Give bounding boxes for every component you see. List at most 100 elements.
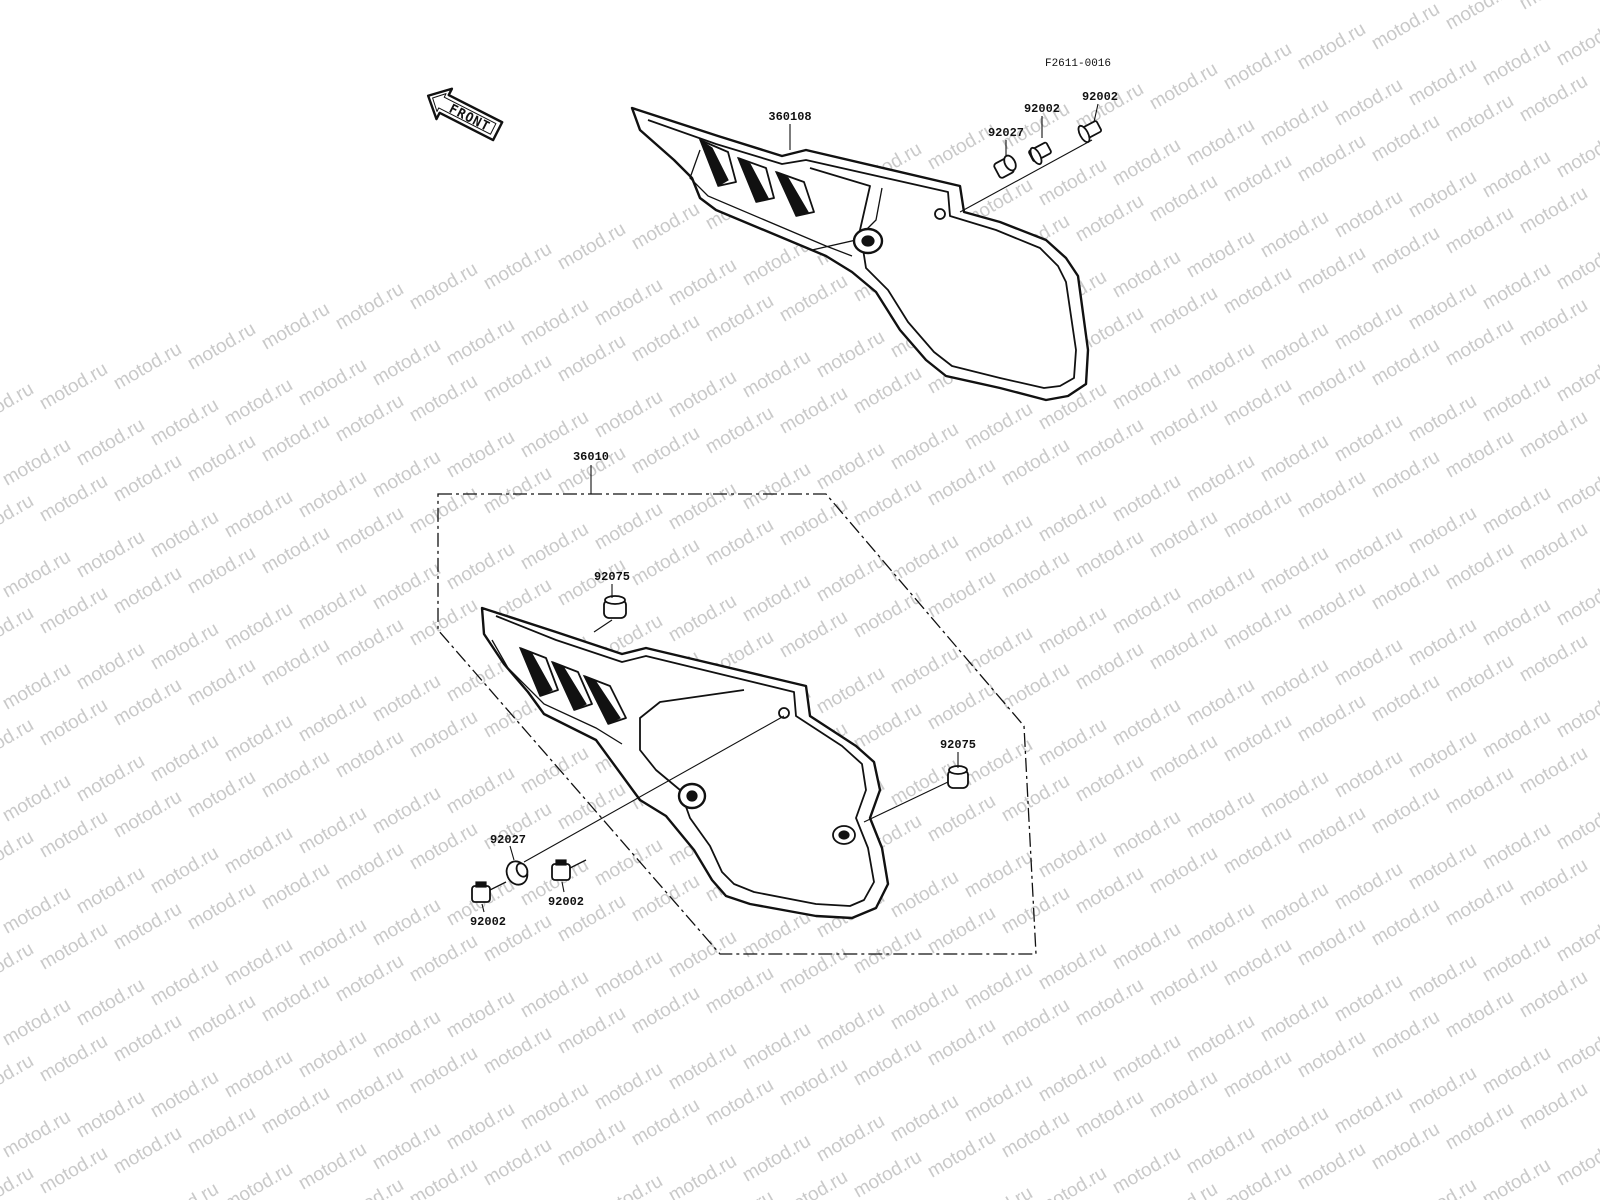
watermark-text: motod.ru bbox=[1183, 115, 1258, 171]
watermark-text: motod.ru bbox=[591, 387, 666, 443]
watermark-text: motod.ru bbox=[554, 219, 629, 275]
kit-boundary-box bbox=[437, 493, 1037, 955]
watermark-text: motod.ru bbox=[1072, 975, 1147, 1031]
watermark-text: motod.ru bbox=[295, 467, 370, 523]
watermark-text: motod.ru bbox=[1146, 507, 1221, 563]
watermark-text: motod.ru bbox=[1072, 751, 1147, 807]
watermark-text: motod.ru bbox=[554, 1003, 629, 1059]
lower-cover-flange bbox=[495, 615, 875, 907]
watermark-text: motod.ru bbox=[258, 859, 333, 915]
lower-bolt-bottom-92002 bbox=[471, 881, 507, 903]
watermark-text: motod.ru bbox=[184, 431, 259, 487]
watermark-text: motod.ru bbox=[1442, 427, 1517, 483]
watermark-text: motod.ru bbox=[406, 1155, 481, 1200]
watermark-text: motod.ru bbox=[369, 1119, 444, 1175]
watermark-text: motod.ru bbox=[184, 1103, 259, 1159]
watermark-text: motod.ru bbox=[998, 659, 1073, 715]
watermark-text: motod.ru bbox=[1516, 295, 1591, 351]
watermark-text: motod.ru bbox=[1331, 635, 1406, 691]
watermark-text: motod.ru bbox=[332, 1063, 407, 1119]
watermark-text: motod.ru bbox=[1331, 411, 1406, 467]
watermark-text: motod.ru bbox=[1035, 715, 1110, 771]
lower-cover-bolt-hole bbox=[778, 707, 790, 719]
watermark-text: motod.ru bbox=[110, 339, 185, 395]
watermark-text: motod.ru bbox=[73, 751, 148, 807]
watermark-text: motod.ru bbox=[739, 347, 814, 403]
watermark-text: motod.ru bbox=[147, 731, 222, 787]
watermark-text: motod.ru bbox=[628, 311, 703, 367]
watermark-text: motod.ru bbox=[1553, 1135, 1600, 1191]
watermark-text: motod.ru bbox=[1405, 615, 1480, 671]
watermark-text: motod.ru bbox=[1257, 655, 1332, 711]
watermark-text: motod.ru bbox=[443, 1099, 518, 1155]
watermark-text: motod.ru bbox=[73, 527, 148, 583]
watermark-text: motod.ru bbox=[443, 315, 518, 371]
watermark-text: motod.ru bbox=[1220, 935, 1295, 991]
watermark-text: motod.ru bbox=[369, 335, 444, 391]
watermark-text: motod.ru bbox=[1368, 783, 1443, 839]
watermark-text: motod.ru bbox=[776, 1167, 851, 1200]
lower-bolt-middle-92002 bbox=[551, 859, 587, 881]
watermark-text: motod.ru bbox=[1109, 247, 1184, 303]
watermark-text: motod.ru bbox=[1405, 1175, 1480, 1200]
watermark-text: motod.ru bbox=[1220, 375, 1295, 431]
watermark-text: motod.ru bbox=[1516, 407, 1591, 463]
watermark-text: motod.ru bbox=[1368, 895, 1443, 951]
watermark-text: motod.ru bbox=[628, 983, 703, 1039]
watermark-text: motod.ru bbox=[887, 643, 962, 699]
watermark-text: motod.ru bbox=[1331, 971, 1406, 1027]
watermark-text: motod.ru bbox=[1109, 807, 1184, 863]
watermark-text: motod.ru bbox=[1035, 155, 1110, 211]
watermark-text: motod.ru bbox=[1146, 955, 1221, 1011]
watermark-text: motod.ru bbox=[406, 819, 481, 875]
watermark-text: motod.ru bbox=[406, 259, 481, 315]
watermark-text: motod.ru bbox=[1109, 1031, 1184, 1087]
watermark-text: motod.ru bbox=[1146, 395, 1221, 451]
watermark-text: motod.ru bbox=[1405, 727, 1480, 783]
watermark-text: motod.ru bbox=[1479, 259, 1554, 315]
watermark-text: motod.ru bbox=[1257, 767, 1332, 823]
watermark-text: motod.ru bbox=[1183, 451, 1258, 507]
label-upper-cover: 360108 bbox=[768, 110, 811, 124]
watermark-text: motod.ru bbox=[1516, 967, 1591, 1023]
watermark-text: motod.ru bbox=[1479, 819, 1554, 875]
watermark-text: motod.ru bbox=[924, 567, 999, 623]
watermark-text: motod.ru bbox=[1516, 743, 1591, 799]
label-upper-bolt-b: 92002 bbox=[1082, 90, 1118, 104]
watermark-text: motod.ru bbox=[110, 675, 185, 731]
watermark-text: motod.ru bbox=[1220, 1159, 1295, 1200]
watermark-text: motod.ru bbox=[850, 475, 925, 531]
watermark-text: motod.ru bbox=[1368, 447, 1443, 503]
label-lower-bolt-bottom: 92002 bbox=[470, 915, 506, 929]
watermark-text: motod.ru bbox=[517, 743, 592, 799]
watermark-text: motod.ru bbox=[665, 1151, 740, 1200]
lower-cover-vents bbox=[518, 646, 627, 725]
watermark-text: motod.ru bbox=[369, 783, 444, 839]
watermark-text: motod.ru bbox=[1257, 991, 1332, 1047]
watermark-text: motod.ru bbox=[295, 579, 370, 635]
watermark-text: motod.ru bbox=[1516, 855, 1591, 911]
watermark-text: motod.ru bbox=[1220, 599, 1295, 655]
watermark-text: motod.ru bbox=[295, 691, 370, 747]
watermark-text: motod.ru bbox=[1331, 187, 1406, 243]
watermark-text: motod.ru bbox=[665, 479, 740, 535]
watermark-text: motod.ru bbox=[1479, 1043, 1554, 1099]
watermark-text: motod.ru bbox=[0, 379, 37, 435]
lower-cover-grommet-hole bbox=[832, 825, 856, 845]
watermark-text: motod.ru bbox=[369, 1007, 444, 1063]
watermark-text: motod.ru bbox=[221, 487, 296, 543]
watermark-text: motod.ru bbox=[1257, 543, 1332, 599]
watermark-text: motod.ru bbox=[776, 1055, 851, 1111]
watermark-text: motod.ru bbox=[1220, 823, 1295, 879]
watermark-text: motod.ru bbox=[1553, 911, 1600, 967]
watermark-text: motod.ru bbox=[147, 395, 222, 451]
watermark-text: motod.ru bbox=[258, 971, 333, 1027]
label-grommet-top: 92075 bbox=[594, 570, 630, 584]
watermark-text: motod.ru bbox=[850, 699, 925, 755]
watermark-text: motod.ru bbox=[406, 707, 481, 763]
watermark-text: motod.ru bbox=[702, 291, 777, 347]
watermark-text: motod.ru bbox=[813, 999, 888, 1055]
watermark-text: motod.ru bbox=[961, 1183, 1036, 1200]
watermark-text: motod.ru bbox=[1553, 1023, 1600, 1079]
watermark-text: motod.ru bbox=[332, 839, 407, 895]
